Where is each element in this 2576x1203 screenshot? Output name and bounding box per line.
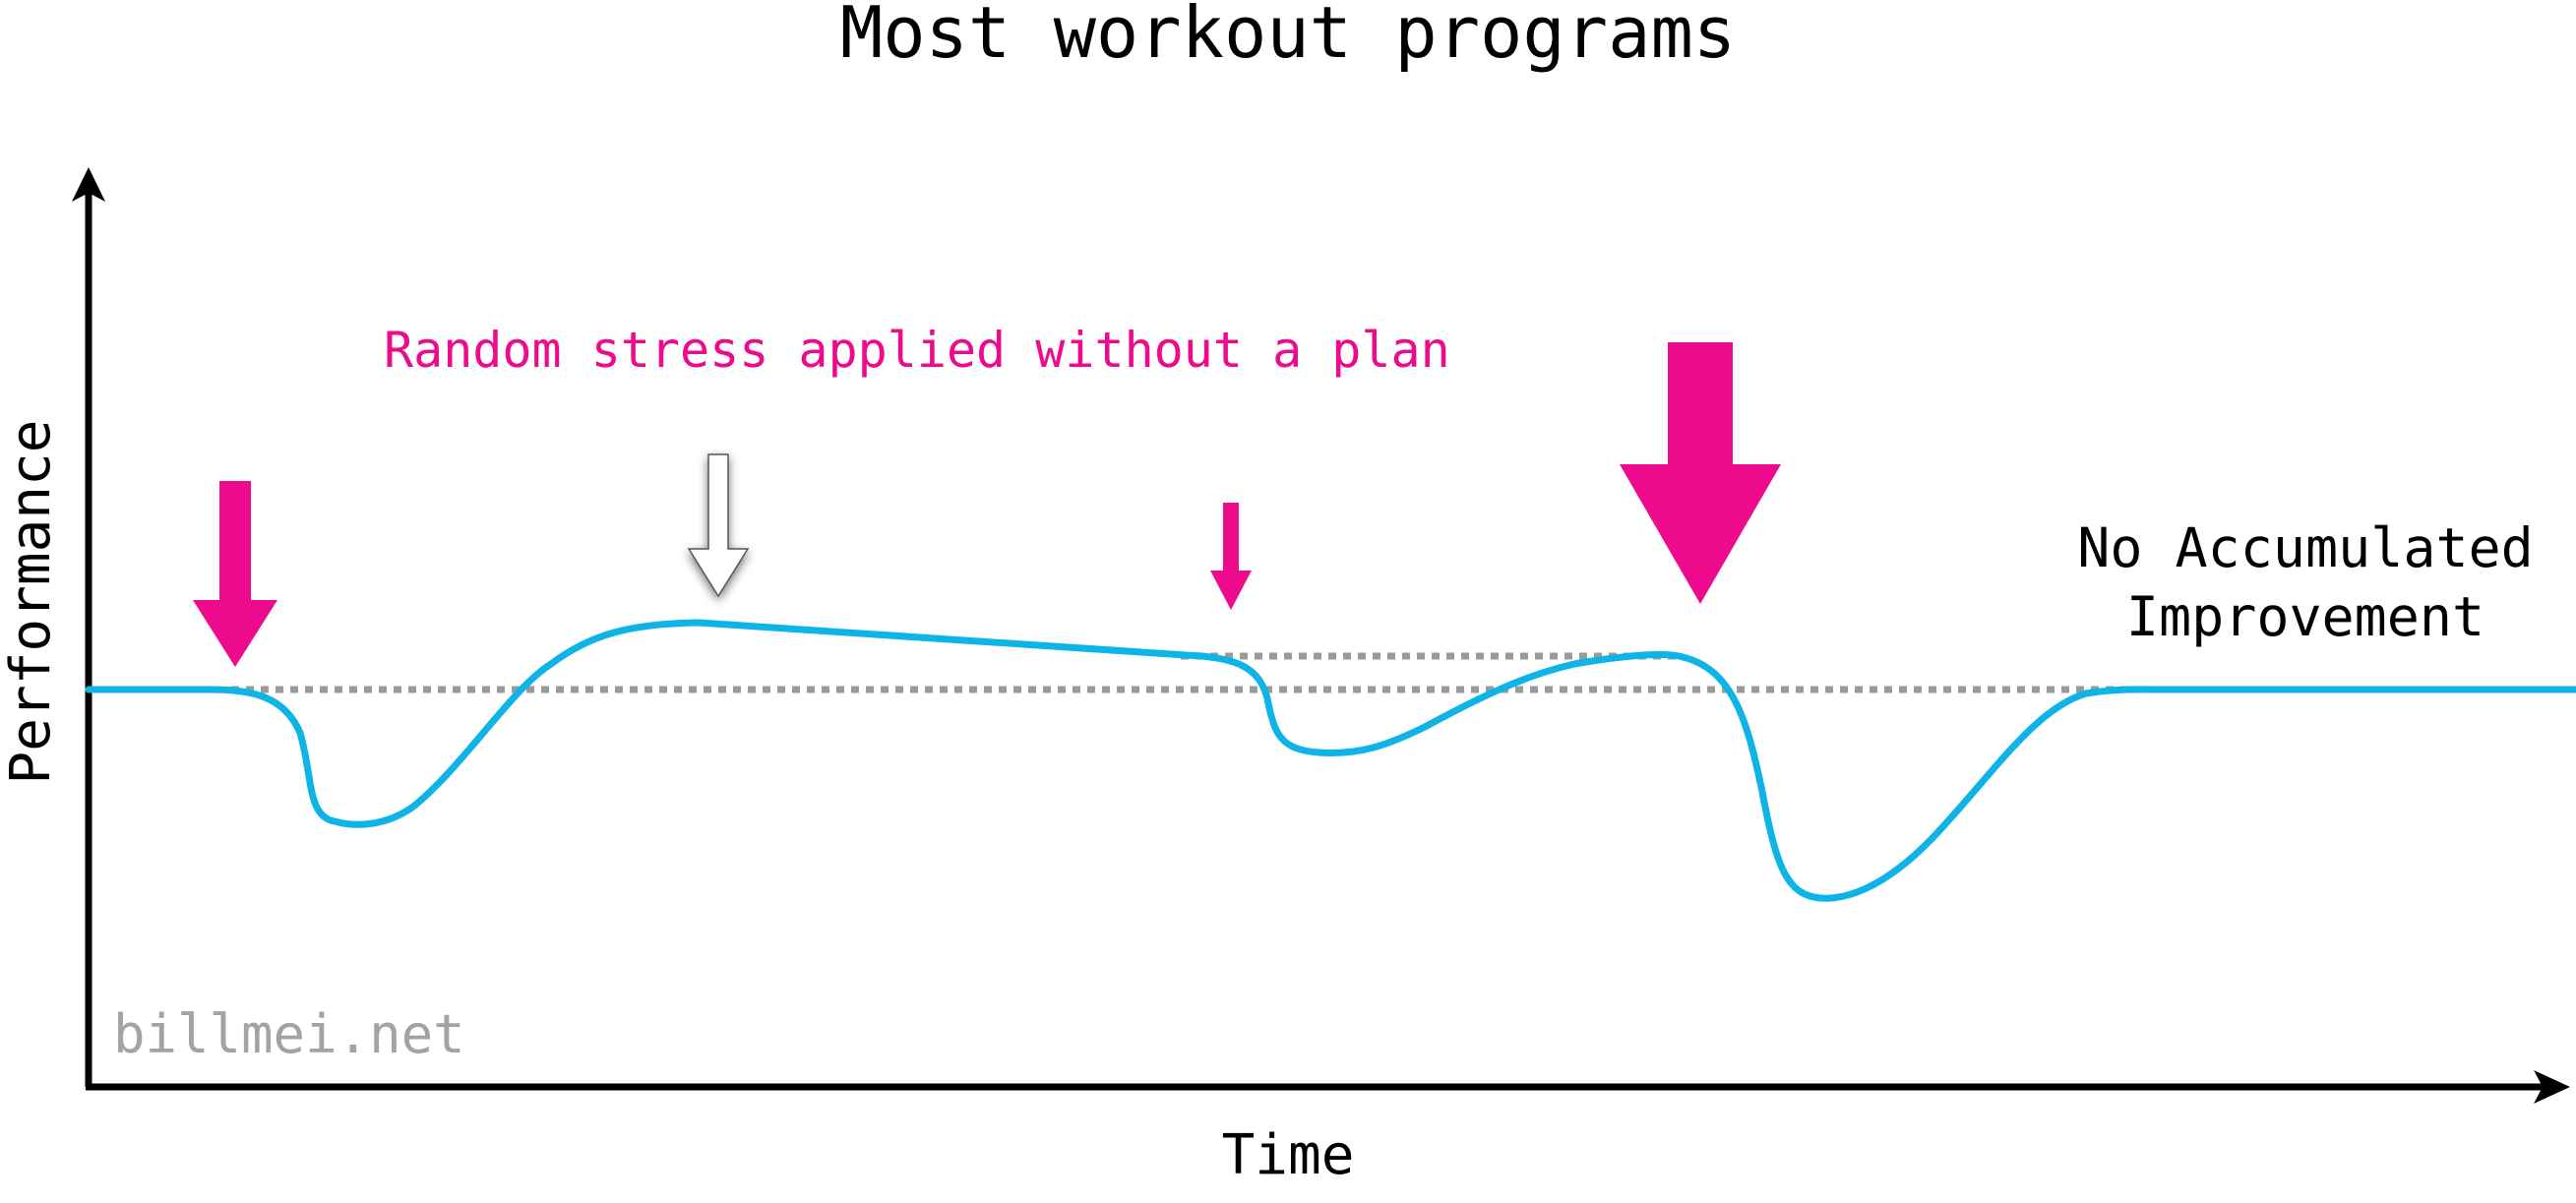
- outcome-label-line2: Improvement: [2126, 585, 2484, 648]
- axes: [72, 167, 2570, 1104]
- down-arrow-icon: [1210, 503, 1252, 610]
- chart-title: Most workout programs: [840, 0, 1736, 74]
- stress-arrow-1: [193, 481, 277, 667]
- stress-arrow-2: [687, 453, 750, 598]
- stress-arrow-3: [1210, 503, 1252, 610]
- y-axis-label: Performance: [0, 420, 63, 785]
- down-arrow-icon: [687, 453, 750, 598]
- down-arrow-icon: [193, 481, 277, 667]
- performance-curve: [85, 619, 2576, 902]
- y-axis-arrowhead: [72, 167, 105, 202]
- down-arrow-icon: [1620, 342, 1781, 604]
- x-axis-arrowhead: [2534, 1070, 2570, 1104]
- stress-label: Random stress applied without a plan: [384, 322, 1450, 379]
- outcome-label-line1: No Accumulated: [2077, 516, 2534, 579]
- stress-arrow-4: [1620, 342, 1781, 604]
- x-axis-label: Time: [1222, 1123, 1355, 1187]
- watermark: billmei.net: [113, 1003, 465, 1065]
